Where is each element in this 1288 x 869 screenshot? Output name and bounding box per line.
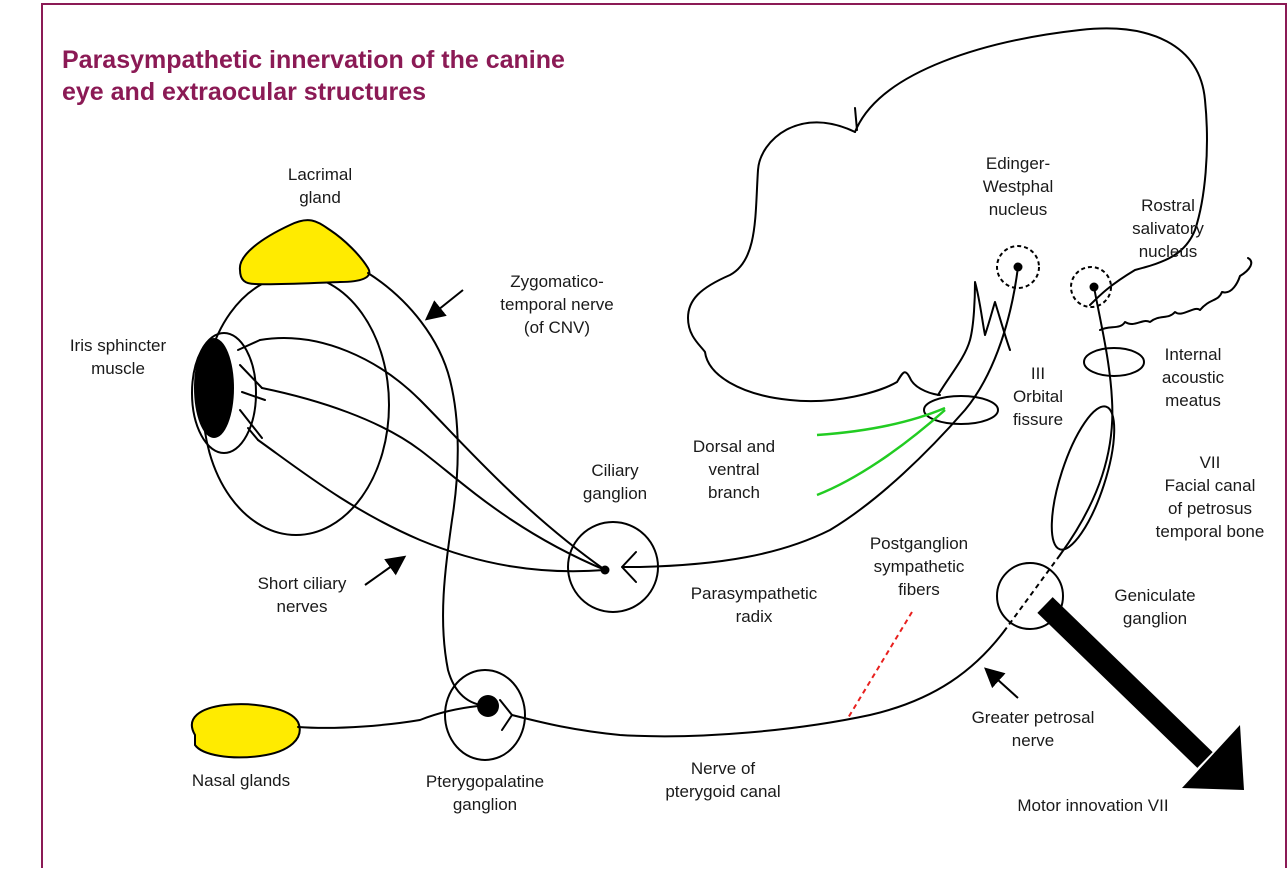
- label-iris-sphincter: Iris sphincter muscle: [70, 334, 166, 380]
- diagram-title: Parasympathetic innervation of the canin…: [62, 44, 762, 108]
- oculomotor-nerve-path: [640, 267, 1018, 567]
- nasal-glands: [192, 704, 300, 757]
- short-ciliary-nerve-1: [260, 338, 605, 570]
- label-pterygoid-canal: Nerve of pterygoid canal: [665, 757, 780, 803]
- iris-sphincter-ticks: [238, 340, 265, 440]
- label-short-ciliary: Short ciliary nerves: [258, 572, 347, 618]
- brain-inner-fold: [855, 108, 857, 130]
- label-geniculate: Geniculate ganglion: [1114, 584, 1195, 630]
- nasal-gland-nerve: [298, 706, 478, 728]
- title-line-2: eye and extraocular structures: [62, 76, 762, 108]
- label-facial-canal: VII Facial canal of petrosus temporal bo…: [1156, 451, 1265, 543]
- postganglion-sympathetic-line: [848, 612, 912, 718]
- brain-outline: [688, 122, 940, 401]
- label-lacrimal-gland: Lacrimal gland: [288, 163, 352, 209]
- brain-lower-lobe: [938, 282, 1010, 395]
- lacrimal-gland: [240, 220, 370, 284]
- pterygopalatine-dot: [477, 695, 499, 717]
- internal-acoustic-meatus: [1084, 348, 1144, 376]
- label-zygomatico-temporal: Zygomatico- temporal nerve (of CNV): [500, 270, 613, 339]
- label-postganglion: Postganglion sympathetic fibers: [870, 532, 968, 601]
- ciliary-synapse: [622, 552, 640, 582]
- ciliary-ganglion-dot: [601, 566, 610, 575]
- zygomatico-pointer: [428, 290, 463, 318]
- label-internal-acoustic: Internal acoustic meatus: [1162, 343, 1224, 412]
- label-greater-petrosal: Greater petrosal nerve: [972, 706, 1095, 752]
- label-ciliary-ganglion: Ciliary ganglion: [583, 459, 647, 505]
- label-nasal-glands: Nasal glands: [192, 769, 290, 792]
- label-motor-innovation: Motor innovation VII: [1017, 794, 1168, 817]
- label-dorsal-ventral: Dorsal and ventral branch: [693, 435, 775, 504]
- pupil: [194, 338, 234, 438]
- label-edinger-westphal: Edinger- Westphal nucleus: [983, 152, 1054, 221]
- label-orbital-fissure: III Orbital fissure: [1013, 362, 1063, 431]
- greater-petrosal-path: [512, 630, 1005, 736]
- greater-petrosal-pointer: [987, 670, 1018, 698]
- title-line-1: Parasympathetic innervation of the canin…: [62, 44, 762, 76]
- label-parasympathetic-radix: Parasympathetic radix: [691, 582, 818, 628]
- pterygopalatine-synapse: [500, 700, 512, 730]
- motor-innovation-arrow: [1045, 605, 1244, 790]
- dorsal-branch: [817, 408, 945, 435]
- label-rostral-salivatory: Rostral salivatory nucleus: [1132, 194, 1204, 263]
- label-pterygopalatine: Pterygopalatine ganglion: [426, 770, 544, 816]
- short-ciliary-pointer: [365, 558, 403, 585]
- cerebellum-outline: [1100, 258, 1251, 330]
